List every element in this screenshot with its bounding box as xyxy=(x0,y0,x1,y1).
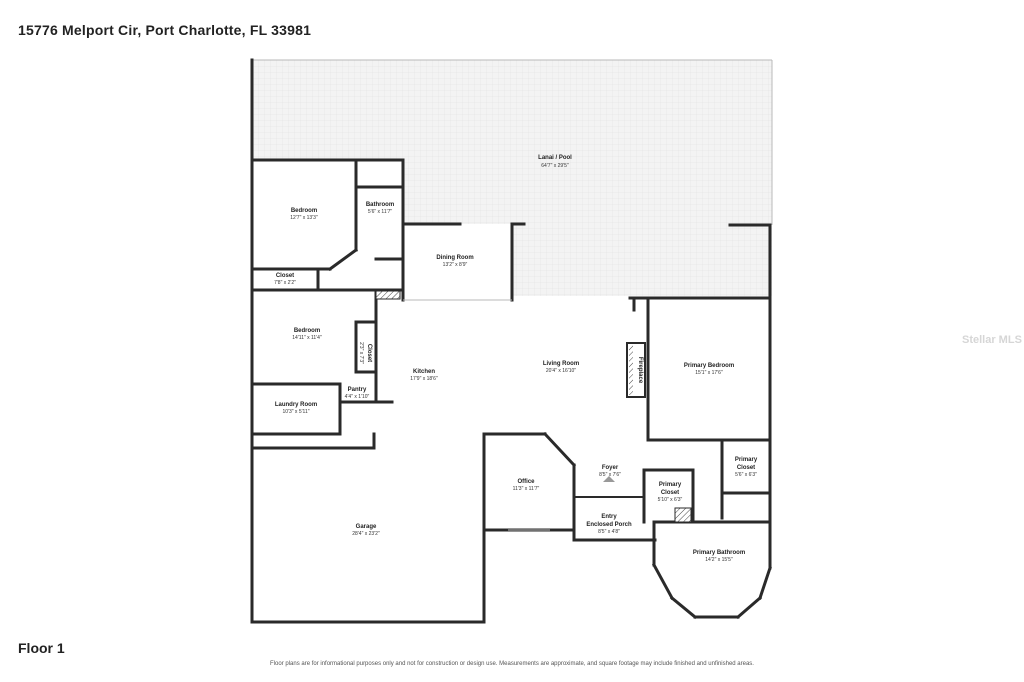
disclaimer-text: Floor plans are for informational purpos… xyxy=(270,661,754,667)
room-dims-office: 11'3" x 11'7" xyxy=(513,486,540,492)
floor-label: Floor 1 xyxy=(18,640,65,656)
room-dims-living: 20'4" x 16'10" xyxy=(546,368,576,374)
room-dims-primary-closet-mid: 5'10" x 6'3" xyxy=(658,497,683,503)
room-dims-bedroom-2: 14'11" x 11'4" xyxy=(292,335,322,341)
entry-arrow-icon xyxy=(603,476,615,482)
walls xyxy=(250,58,772,624)
fireplace-hearth xyxy=(629,345,633,395)
room-name-primary-bedroom: Primary Bedroom xyxy=(684,363,734,369)
room-name-entry-2: Enclosed Porch xyxy=(586,522,632,528)
room-name-primary-closet-mid-1: Primary xyxy=(659,482,682,488)
room-dims-bathroom: 5'6" x 11'7" xyxy=(368,209,392,215)
room-name-primary-closet-right-2: Closet xyxy=(737,465,755,471)
room-name-kitchen: Kitchen xyxy=(413,369,435,375)
room-name-closet-1: Closet xyxy=(276,273,294,279)
room-dims-pantry: 4'4" x 1'10" xyxy=(345,394,370,400)
room-name-lanai: Lanai / Pool xyxy=(538,155,572,161)
room-name-laundry: Laundry Room xyxy=(275,402,317,408)
room-name-living: Living Room xyxy=(543,361,579,367)
room-dims-garage: 28'4" x 23'2" xyxy=(352,531,380,537)
chase-hatch-2 xyxy=(674,507,692,523)
room-name-bathroom: Bathroom xyxy=(366,202,394,208)
room-dims-primary-closet-right: 5'6" x 6'3" xyxy=(735,472,757,478)
room-dims-primary-bedroom: 15'1" x 17'6" xyxy=(695,370,723,376)
room-name-primary-bathroom: Primary Bathroom xyxy=(693,550,745,556)
room-dims-foyer: 8'5" x 7'6" xyxy=(599,472,621,478)
room-name-primary-closet-mid-2: Closet xyxy=(661,490,679,496)
room-name-closet-2: Closet xyxy=(366,344,372,362)
room-dims-closet-1: 7'8" x 2'2" xyxy=(274,280,296,286)
room-name-foyer: Foyer xyxy=(602,465,619,471)
room-dims-primary-bathroom: 14'2" x 15'5" xyxy=(705,557,733,563)
lanai-floor xyxy=(252,60,772,296)
room-name-bedroom-1: Bedroom xyxy=(291,208,317,214)
room-name-entry-1: Entry xyxy=(601,514,617,520)
fireplace-label: Fireplace xyxy=(637,357,643,384)
address-title: 15776 Melport Cir, Port Charlotte, FL 33… xyxy=(18,22,312,38)
room-dims-laundry: 10'3" x 5'11" xyxy=(282,409,309,415)
room-dims-dining: 13'2" x 8'9" xyxy=(443,262,468,268)
room-dims-entry: 8'5" x 4'8" xyxy=(598,529,620,535)
room-name-pantry: Pantry xyxy=(348,387,367,393)
room-dims-lanai: 64'7" x 29'5" xyxy=(541,163,569,169)
room-name-office: Office xyxy=(517,479,535,485)
room-name-garage: Garage xyxy=(356,524,377,530)
room-name-primary-closet-right-1: Primary xyxy=(735,457,758,463)
room-dims-bedroom-1: 12'7" x 13'3" xyxy=(290,215,318,221)
room-dims-closet-2: 2'3" x 7'3" xyxy=(358,342,364,364)
chase-hatch-1 xyxy=(375,290,401,300)
watermark-logo: Stellar MLS xyxy=(962,334,1022,346)
room-name-bedroom-2: Bedroom xyxy=(294,328,320,334)
room-name-dining: Dining Room xyxy=(436,255,473,261)
room-dims-kitchen: 17'9" x 18'6" xyxy=(410,376,438,382)
